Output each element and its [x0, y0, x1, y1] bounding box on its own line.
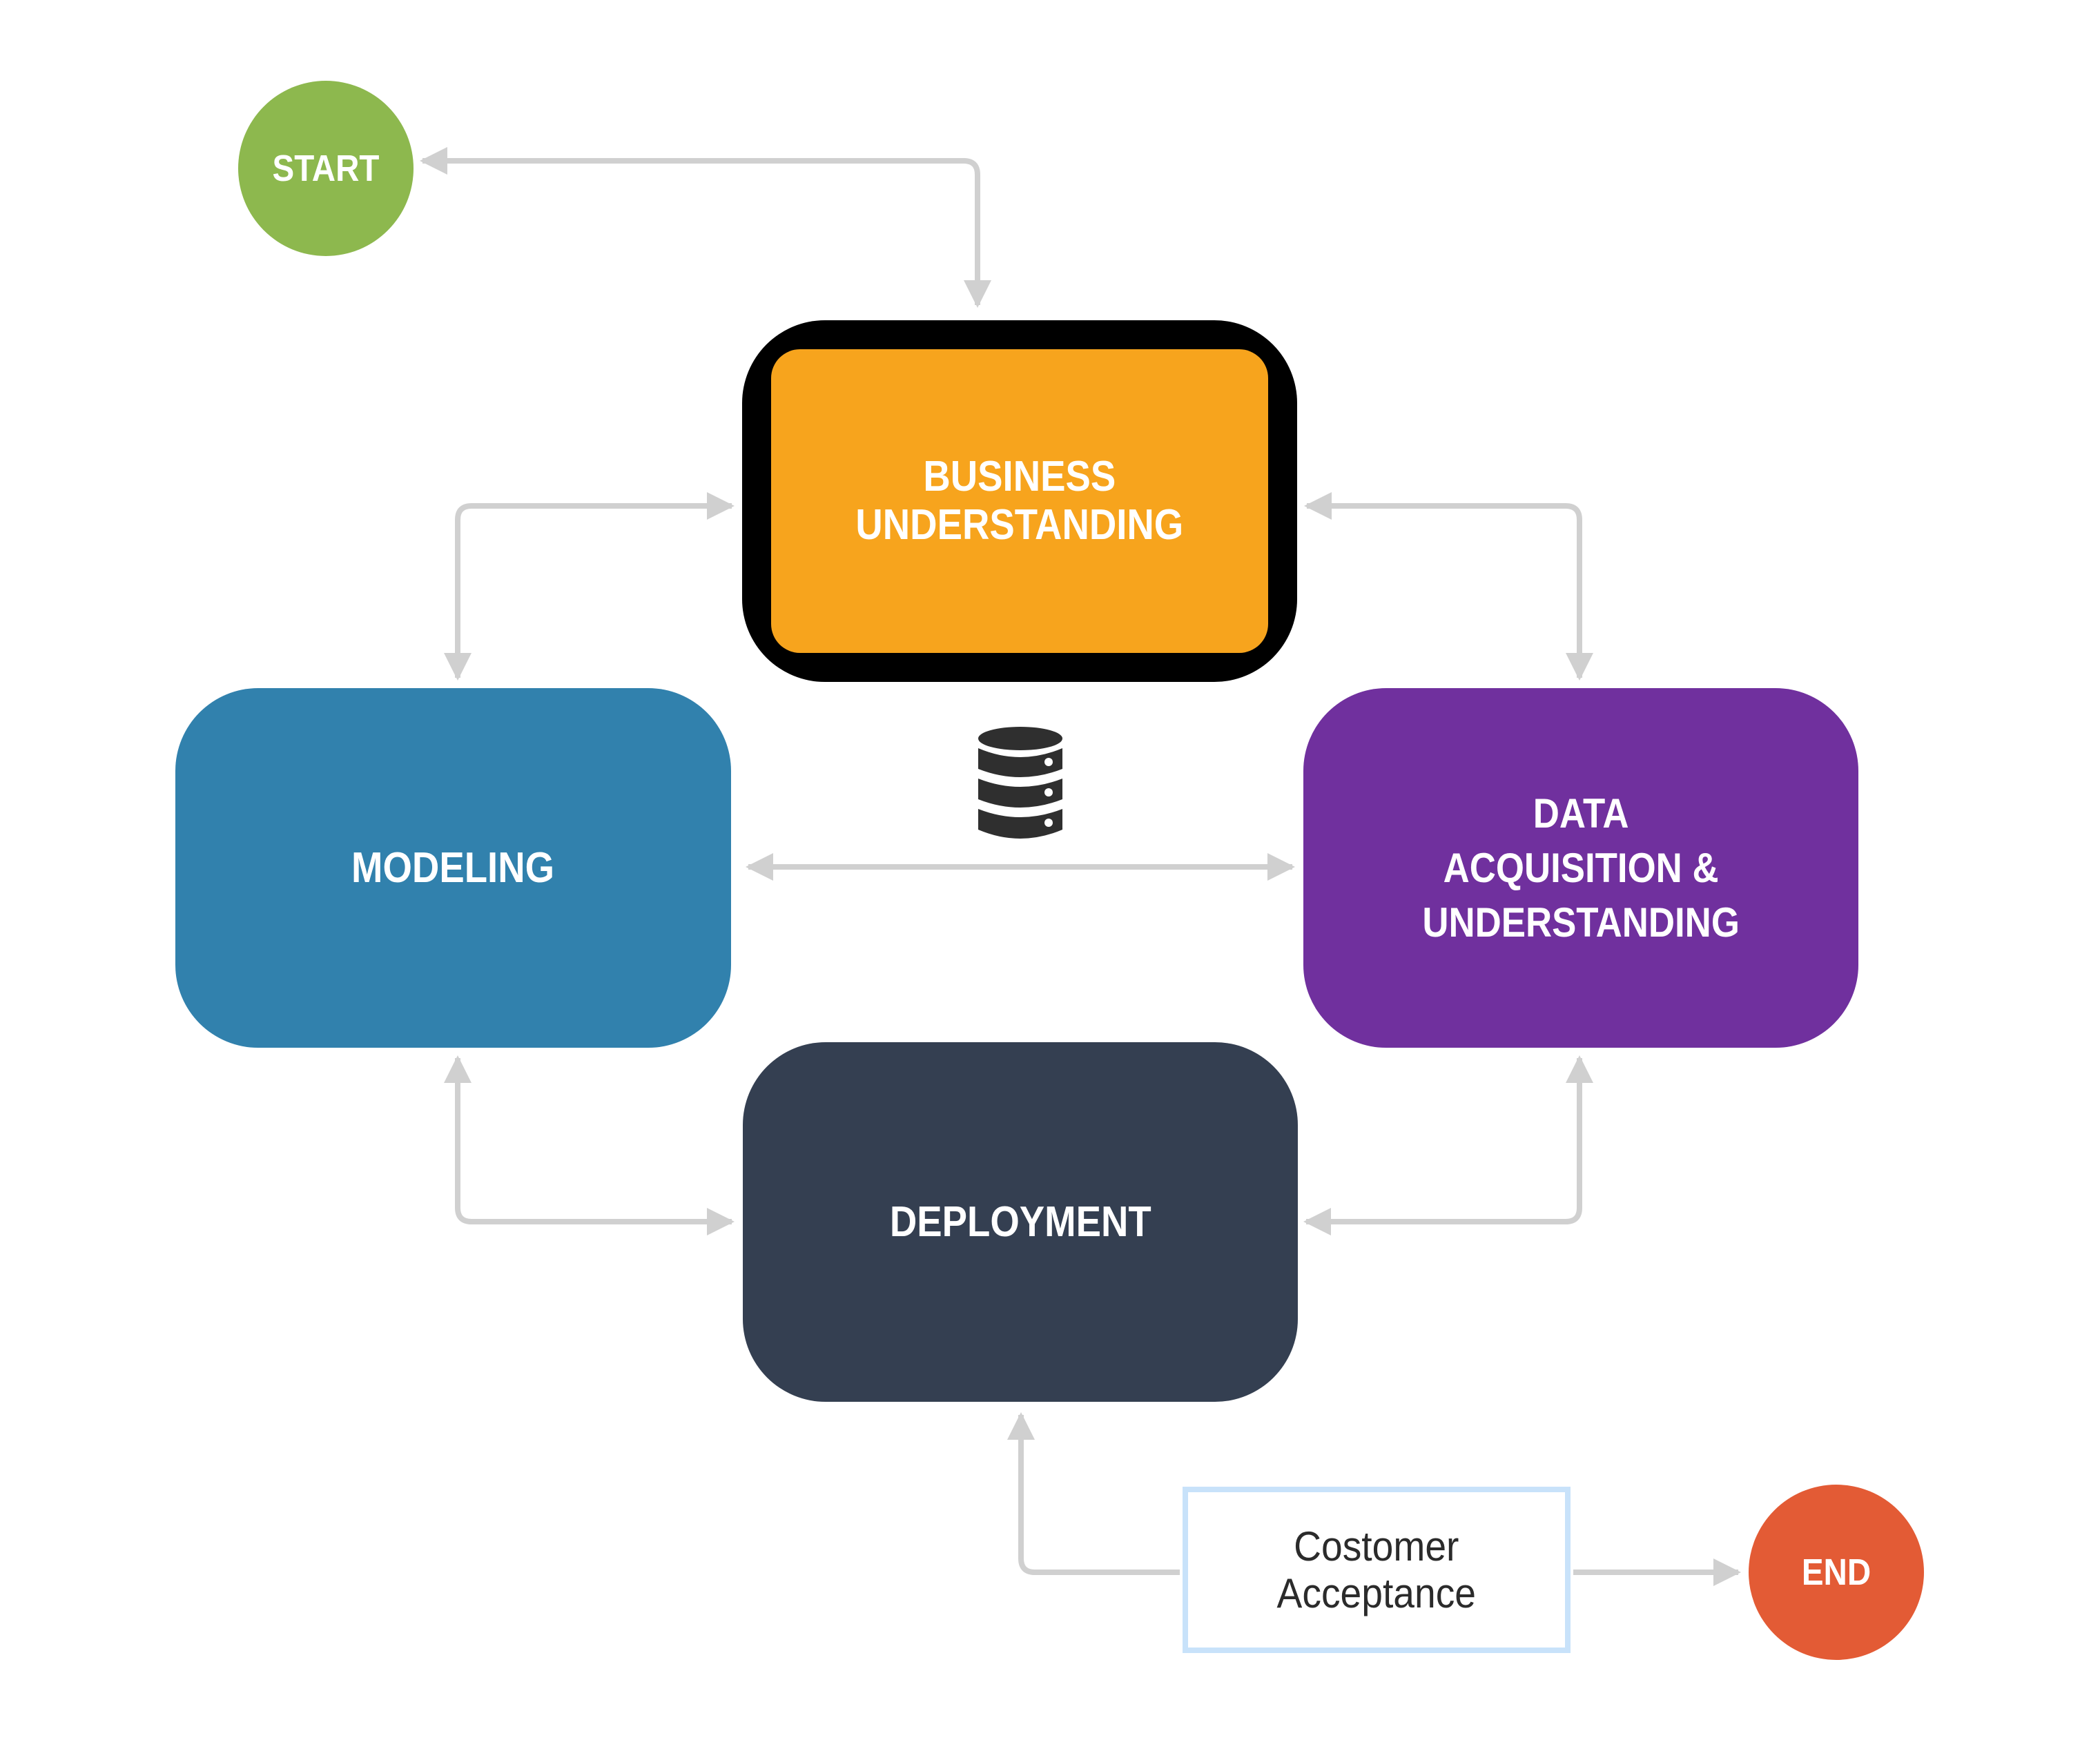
customer-acceptance-label: Costomer Acceptance — [1277, 1523, 1476, 1617]
modeling-label: MODELING — [351, 844, 555, 892]
data-acquisition-label: DATA ACQUISITION & UNDERSTANDING — [1422, 786, 1740, 950]
connector-start-business — [420, 147, 991, 308]
end-node[interactable]: END — [1749, 1485, 1924, 1660]
end-label: END — [1801, 1552, 1871, 1593]
database-icon — [978, 727, 1062, 839]
database-disk-3 — [978, 809, 1062, 839]
connector-acceptance-deployment — [1007, 1412, 1180, 1575]
business-label-line-1: BUSINESS — [923, 453, 1116, 500]
database-led-1 — [1044, 758, 1053, 766]
business-label-line-2: UNDERSTANDING — [855, 501, 1184, 549]
data-label-line-3: UNDERSTANDING — [1422, 899, 1740, 946]
database-top — [978, 727, 1062, 750]
connector-modeling-deployment — [444, 1055, 735, 1235]
business-understanding-node[interactable]: BUSINESS UNDERSTANDING — [742, 320, 1297, 682]
data-label-line-2: ACQUISITION & — [1443, 845, 1719, 891]
database-disk-2 — [978, 779, 1062, 808]
data-label-line-1: DATA — [1533, 790, 1629, 837]
database-led-2 — [1044, 788, 1053, 796]
data-acquisition-node[interactable]: DATA ACQUISITION & UNDERSTANDING — [1303, 688, 1858, 1048]
acceptance-label-line-2: Acceptance — [1276, 1570, 1477, 1616]
connector-business-modeling — [444, 492, 735, 681]
database-led-3 — [1044, 819, 1053, 827]
deployment-label: DEPLOYMENT — [889, 1198, 1151, 1246]
acceptance-label-line-1: Costomer — [1294, 1523, 1459, 1570]
customer-acceptance-node[interactable]: Costomer Acceptance — [1183, 1487, 1571, 1653]
database-disk-1 — [978, 748, 1062, 777]
business-understanding-label: BUSINESS UNDERSTANDING — [856, 453, 1184, 549]
modeling-node[interactable]: MODELING — [175, 688, 731, 1048]
start-label: START — [272, 148, 380, 189]
business-understanding-fill: BUSINESS UNDERSTANDING — [771, 349, 1268, 653]
start-node[interactable]: START — [238, 81, 414, 256]
connector-business-data — [1304, 492, 1593, 681]
deployment-node[interactable]: DEPLOYMENT — [743, 1042, 1298, 1402]
connector-data-deployment — [1303, 1055, 1593, 1235]
